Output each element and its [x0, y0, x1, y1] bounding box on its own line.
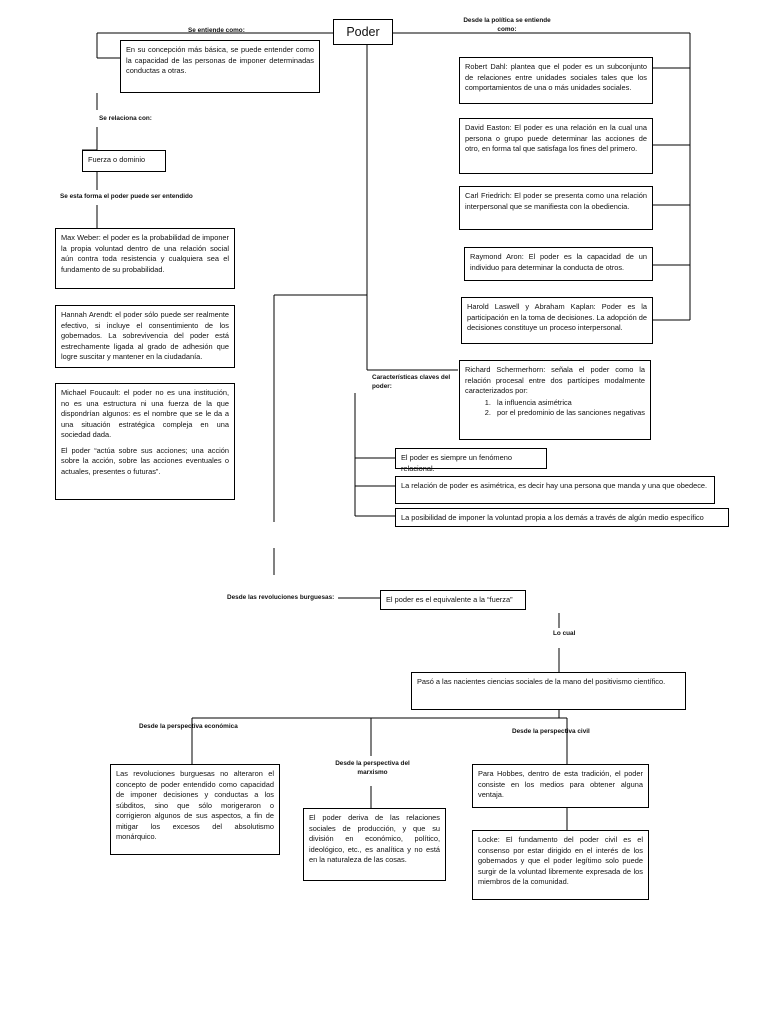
- box-lasswell: Harold Laswell y Abraham Kaplan: Poder e…: [461, 297, 653, 344]
- label-lo-cual: Lo cual: [553, 630, 576, 637]
- label-politica: Desde la política se entiende como:: [463, 17, 551, 33]
- box-weber: Max Weber: el poder es la probabilidad d…: [55, 228, 235, 289]
- box-locke: Locke: El fundamento del poder civil es …: [472, 830, 649, 900]
- schermerhorn-text: Richard Schermerhorn: señala el poder co…: [465, 365, 645, 396]
- box-arendt: Hannah Arendt: el poder sólo puede ser r…: [55, 305, 235, 368]
- box-aron: Raymond Aron: El poder es la capacidad d…: [464, 247, 653, 281]
- label-caracteristicas: Características claves del poder:: [372, 374, 451, 390]
- label-revoluciones: Desde las revoluciones burguesas:: [227, 594, 335, 601]
- box-marxismo: El poder deriva de las relaciones social…: [303, 808, 446, 881]
- box-caracteristica-2: La relación de poder es asimétrica, es d…: [395, 476, 715, 504]
- label-economica: Desde la perspectiva económica: [139, 723, 238, 730]
- box-economica: Las revoluciones burguesas no alteraron …: [110, 764, 280, 855]
- label-se-relaciona: Se relaciona con:: [99, 115, 152, 122]
- label-de-esta-forma: Se esta forma el poder puede ser entendi…: [60, 193, 193, 200]
- label-marxismo: Desde la perspectiva del marxismo: [335, 760, 410, 776]
- box-fuerza: Fuerza o dominio: [82, 150, 166, 172]
- box-caracteristica-1: El poder es siempre un fenómeno relacion…: [395, 448, 547, 473]
- box-dahl: Robert Dahl: plantea que el poder es un …: [459, 57, 653, 104]
- box-friedrich: Carl Friedrich: El poder se presenta com…: [459, 186, 653, 230]
- schermerhorn-list: la influencia asimétrica por el predomin…: [465, 398, 645, 419]
- box-concepcion: En su concepción más básica, se puede en…: [120, 40, 320, 93]
- box-schermerhorn: Richard Schermerhorn: señala el poder co…: [459, 360, 651, 440]
- schermerhorn-item: por el predominio de las sanciones negat…: [493, 408, 645, 419]
- box-foucault: Michael Foucault: el poder no es una ins…: [55, 383, 235, 500]
- foucault-text-1: Michael Foucault: el poder no es una ins…: [61, 388, 229, 440]
- label-civil: Desde la perspectiva civil: [512, 728, 590, 735]
- schermerhorn-item: la influencia asimétrica: [493, 398, 645, 409]
- title-poder: Poder: [333, 19, 393, 45]
- box-easton: David Easton: El poder es una relación e…: [459, 118, 653, 174]
- label-se-entiende: Se entiende como:: [188, 27, 245, 34]
- box-hobbes: Para Hobbes, dentro de esta tradición, e…: [472, 764, 649, 808]
- box-caracteristica-3: La posibilidad de imponer la voluntad pr…: [395, 508, 729, 527]
- box-equivalente: El poder es el equivalente a la “fuerza”: [380, 590, 526, 610]
- box-positivismo: Pasó a las nacientes ciencias sociales d…: [411, 672, 686, 710]
- foucault-text-2: El poder “actúa sobre sus acciones; una …: [61, 445, 229, 476]
